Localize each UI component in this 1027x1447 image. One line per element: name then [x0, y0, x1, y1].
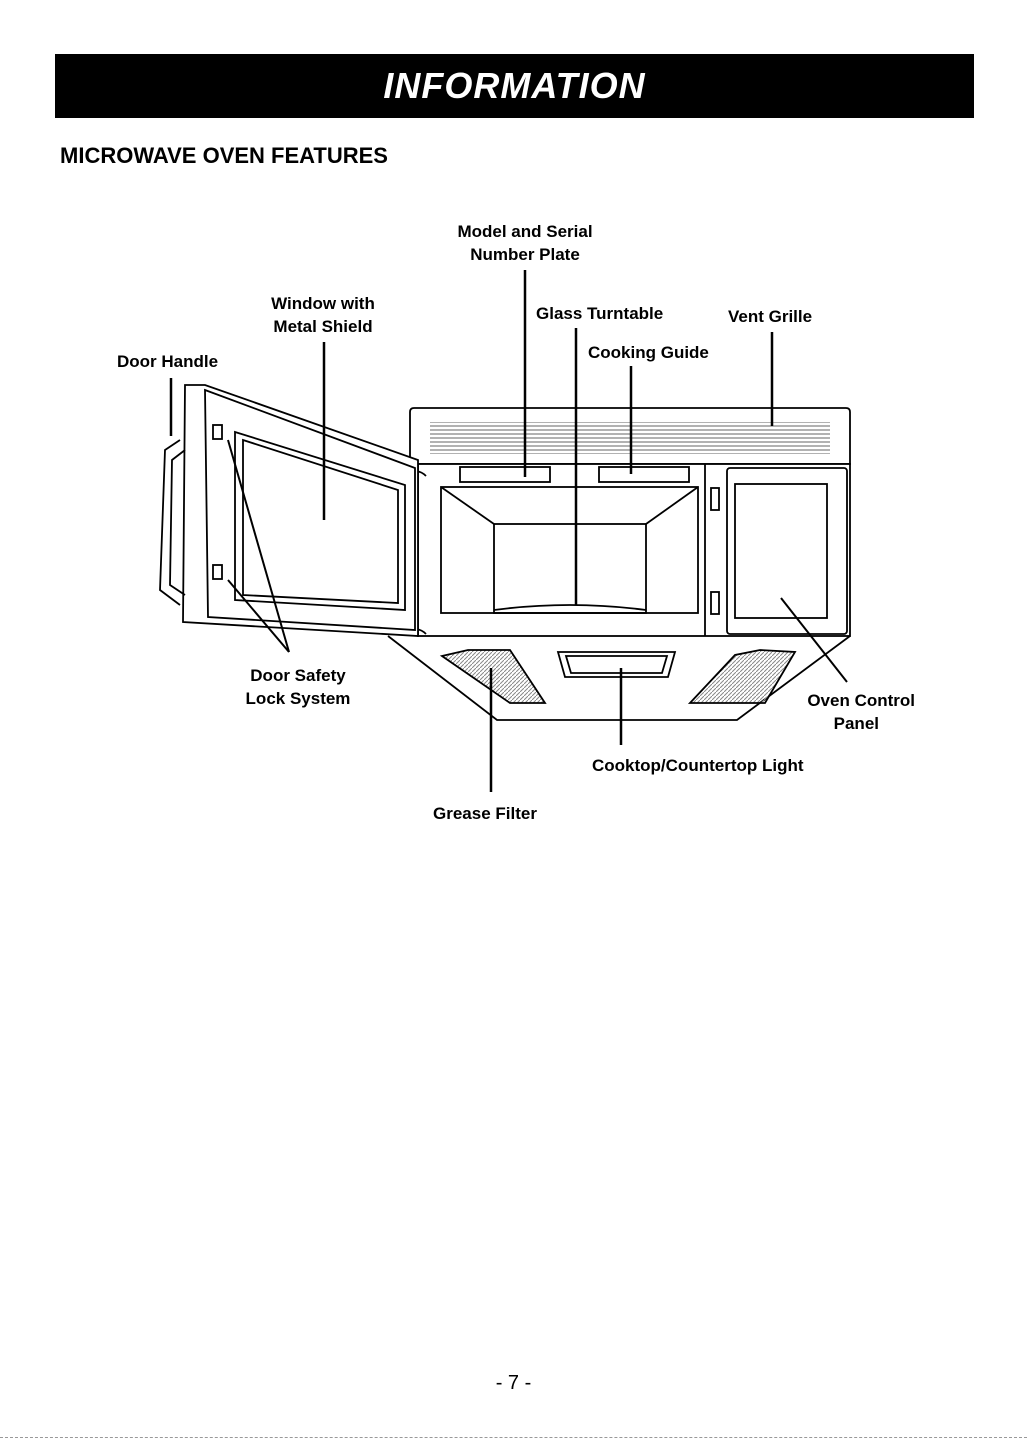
- grease-filter-label: Grease Filter: [433, 802, 537, 825]
- model-serial-label-line1: Model and Serial: [440, 220, 610, 243]
- door: [160, 385, 418, 636]
- oven-control-label-line2: Panel: [790, 712, 915, 735]
- door-safety-label: Door Safety Lock System: [228, 664, 368, 710]
- cooking-guide-label: Cooking Guide: [588, 341, 709, 364]
- oven-control-label: Oven Control Panel: [790, 689, 915, 735]
- cooktop-light-label: Cooktop/Countertop Light: [592, 754, 804, 777]
- oven-control-label-line1: Oven Control: [790, 689, 915, 712]
- door-safety-label-line2: Lock System: [228, 687, 368, 710]
- window-label: Window with Metal Shield: [248, 292, 398, 338]
- model-serial-label: Model and Serial Number Plate: [440, 220, 610, 266]
- door-handle-label: Door Handle: [117, 350, 218, 373]
- window-label-line1: Window with: [248, 292, 398, 315]
- bottom-rule: [0, 1437, 1027, 1438]
- window-label-line2: Metal Shield: [248, 315, 398, 338]
- vent-grille-label: Vent Grille: [728, 305, 812, 328]
- page-number: - 7 -: [0, 1372, 1027, 1395]
- model-serial-label-line2: Number Plate: [440, 243, 610, 266]
- glass-turntable-label: Glass Turntable: [536, 302, 663, 325]
- oven-body: [388, 408, 850, 720]
- microwave-diagram: [0, 0, 1027, 900]
- door-safety-label-line1: Door Safety: [228, 664, 368, 687]
